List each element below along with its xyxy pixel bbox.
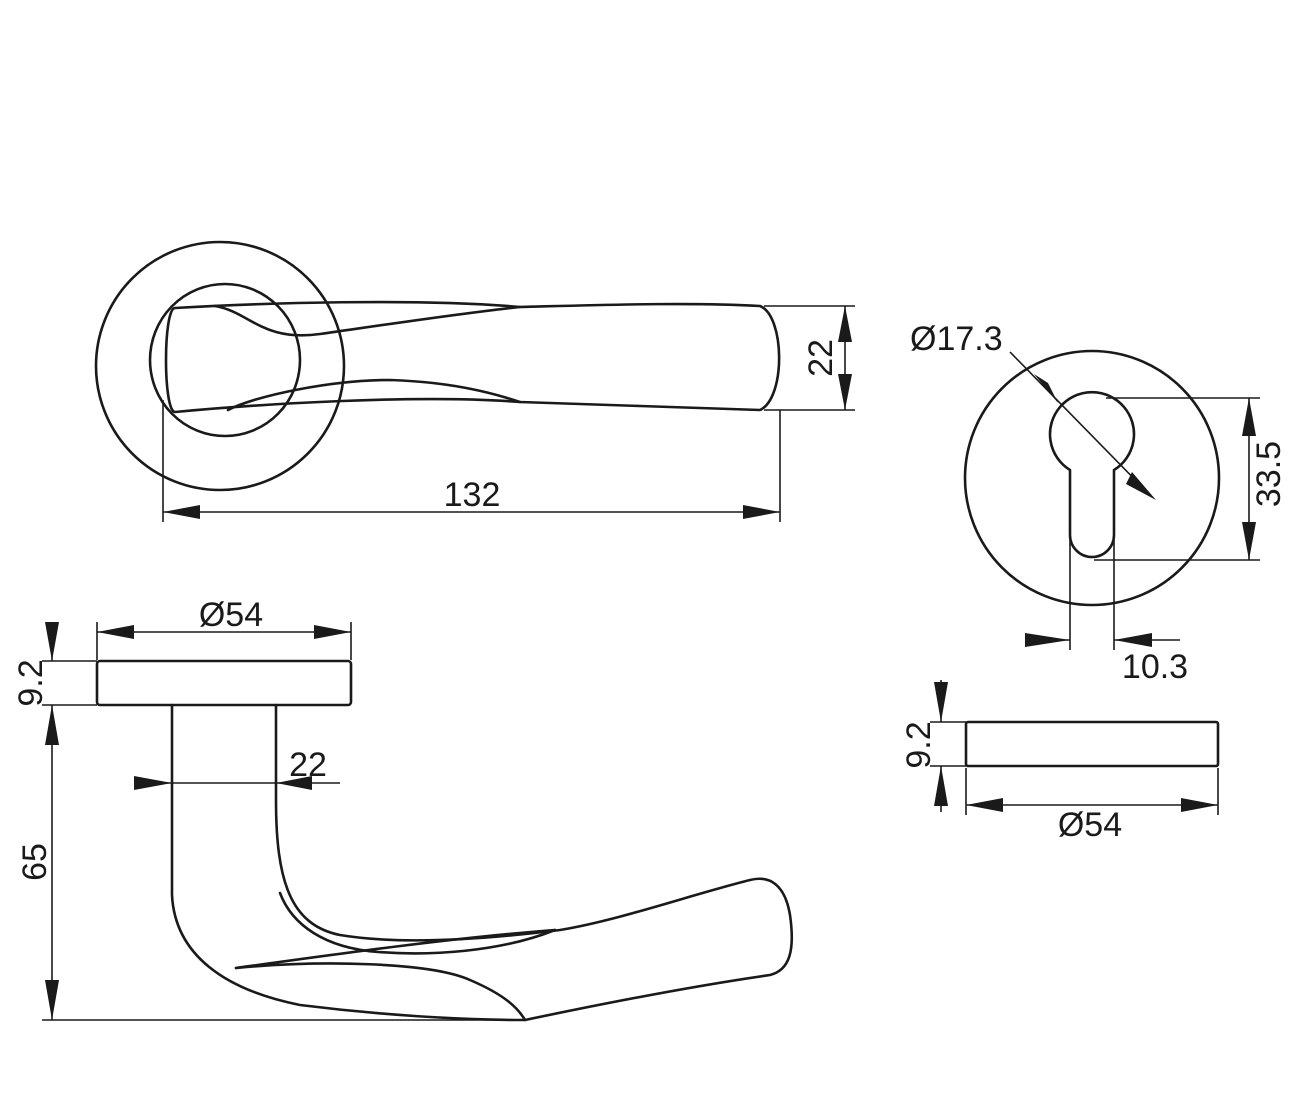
- dim-neck-width: 22: [289, 746, 327, 784]
- keyhole-profile: [1048, 391, 1136, 559]
- lever-top-view: 132 22: [94, 240, 855, 522]
- escutcheon-outline: [963, 349, 1221, 607]
- lever-side-body: [170, 703, 794, 1022]
- dim-rose-diameter-side: Ø54: [199, 596, 263, 634]
- lever-twist-upper: [213, 304, 522, 337]
- lever-side-chamfer: [234, 928, 557, 970]
- dim-escutcheon-thickness: 9.2: [900, 721, 938, 768]
- rose-side-profile: [95, 659, 353, 707]
- dim-lever-projection: 65: [16, 843, 54, 881]
- dim-lever-height: 22: [802, 339, 840, 377]
- lever-body: [164, 300, 781, 414]
- dim-keyhole-slot: 10.3: [1122, 648, 1188, 686]
- lever-side-view: Ø54 9.2 65 22: [12, 596, 794, 1022]
- lever-side-underside: [234, 962, 527, 1022]
- dim-keyhole-height: 33.5: [1250, 441, 1288, 507]
- escutcheon-side-profile: [964, 720, 1220, 768]
- lever-twist-lower: [226, 378, 522, 412]
- escutcheon-front-view: Ø17.3 33.5 10.3: [910, 320, 1288, 686]
- dim-escutcheon-diameter: Ø54: [1058, 806, 1122, 844]
- rose-outline: [94, 240, 346, 492]
- dim-lever-length: 132: [444, 476, 501, 514]
- escutcheon-side-view: 9.2 Ø54: [900, 680, 1220, 844]
- dim-rose-thickness-side: 9.2: [12, 659, 50, 706]
- rose-inner-boss: [148, 282, 302, 438]
- lever-side-tip-line: [278, 891, 557, 955]
- dim-keyhole-width: Ø17.3: [910, 320, 1003, 358]
